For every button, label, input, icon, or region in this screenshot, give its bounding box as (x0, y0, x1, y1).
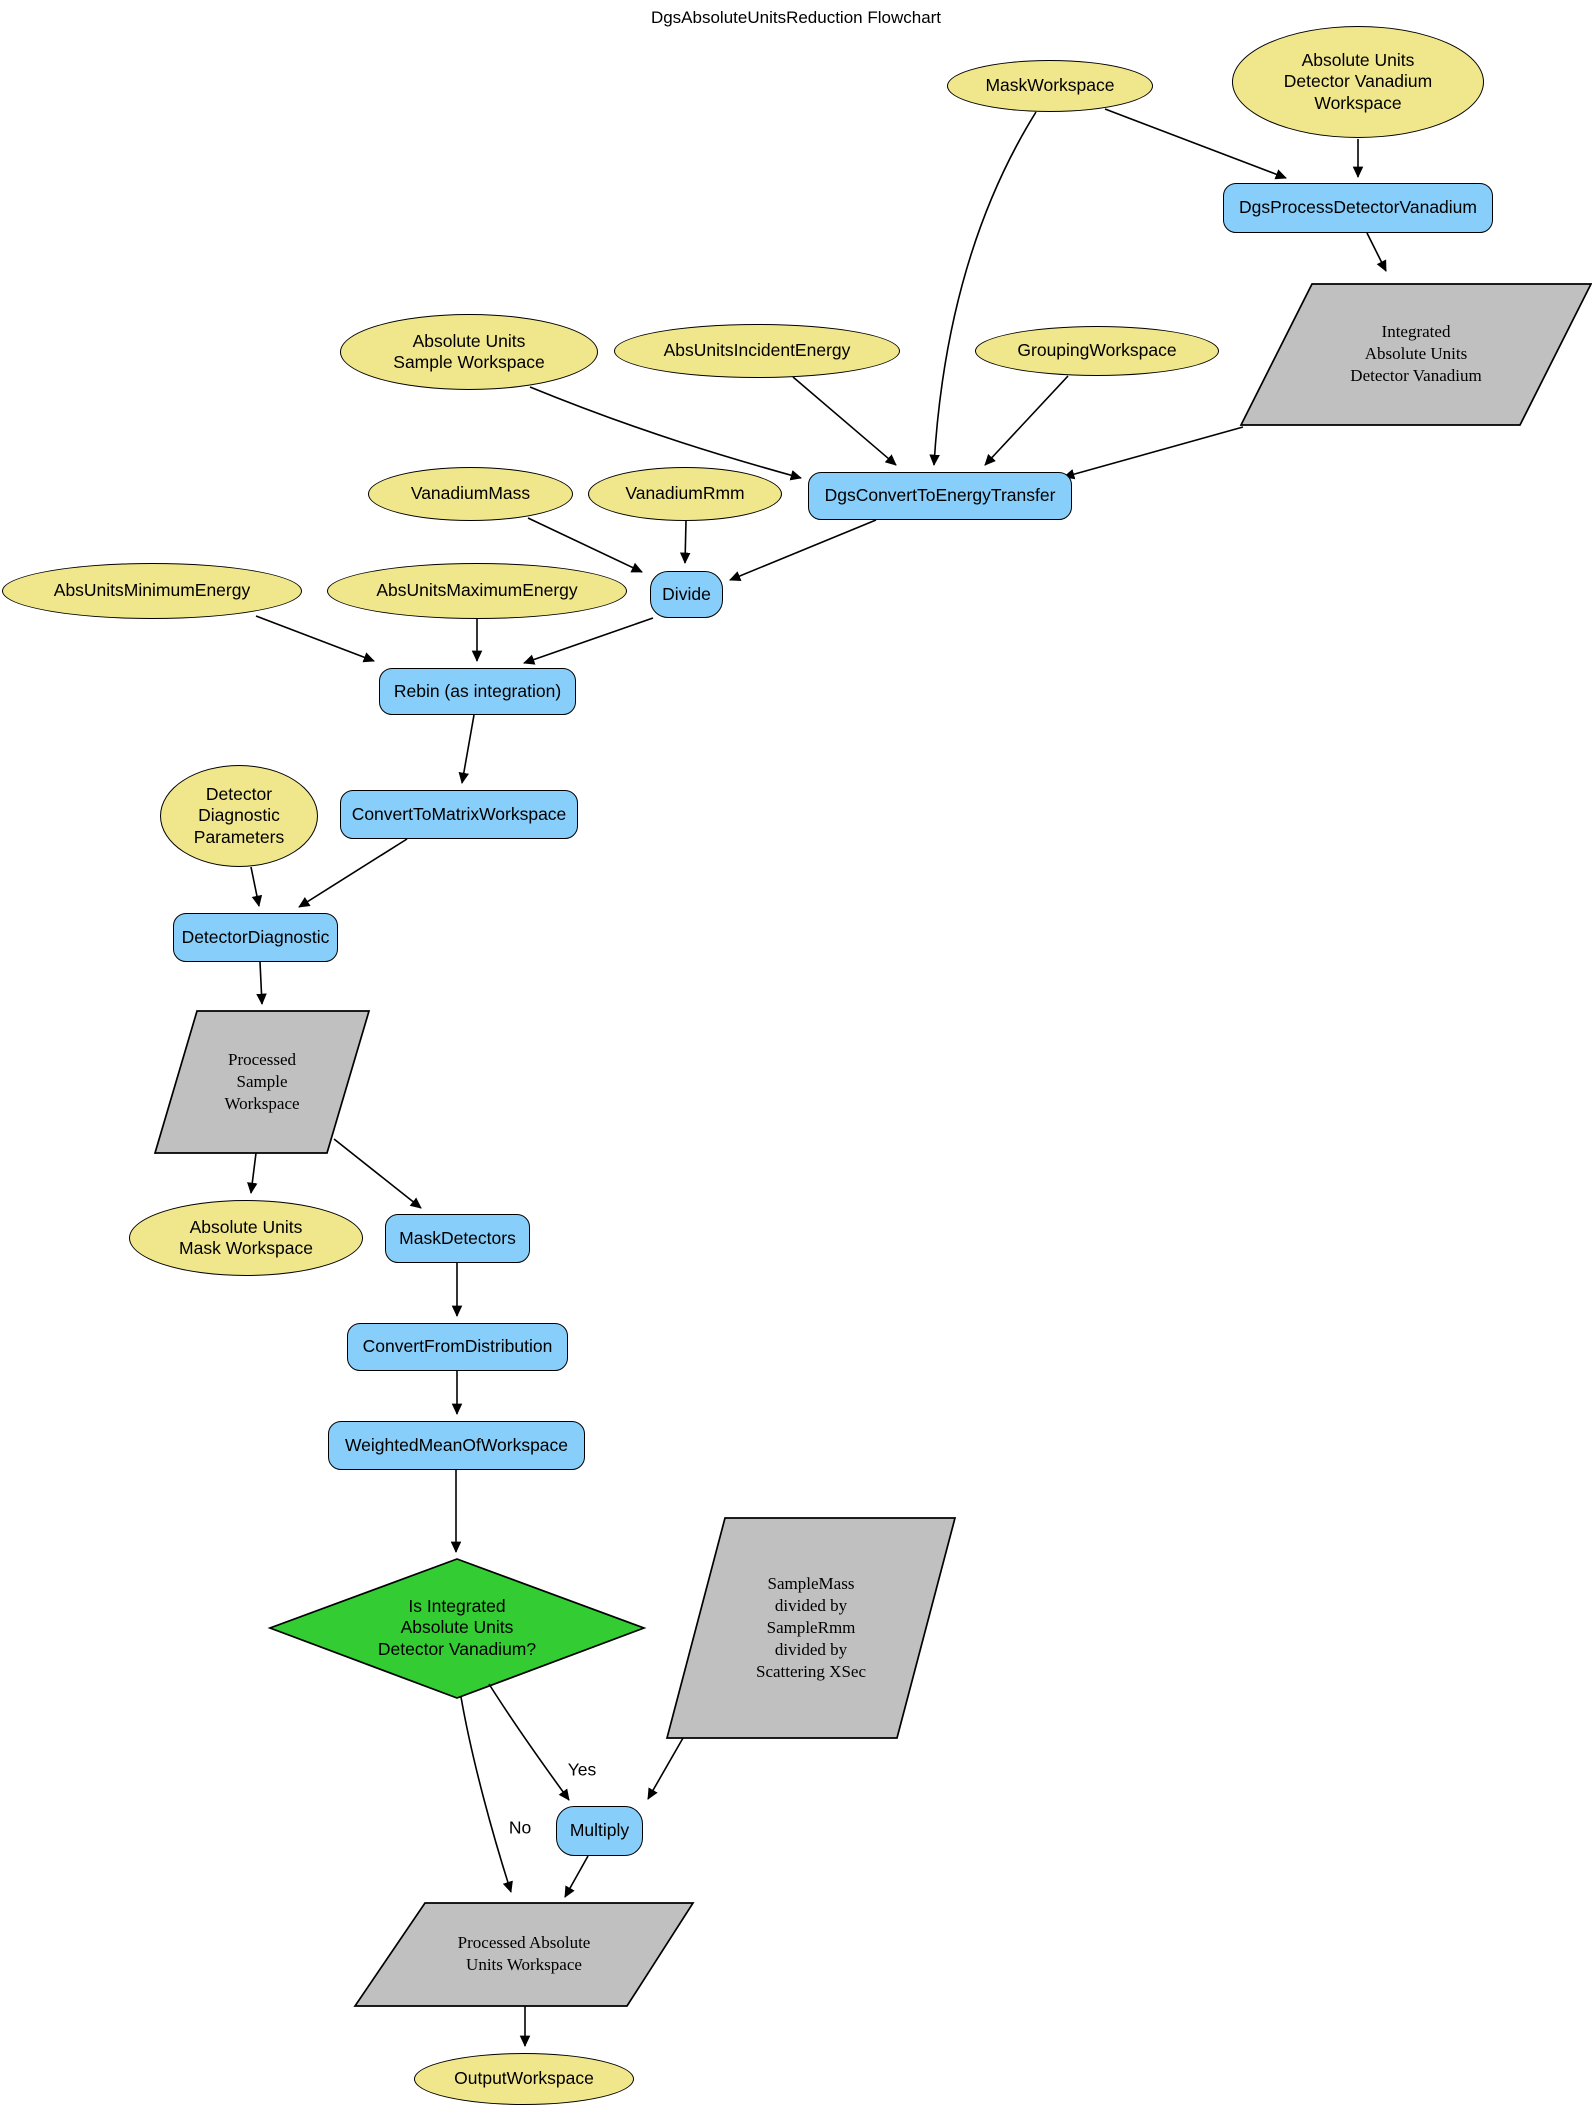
edge-detectordiagnosticparameters-to-detectordiagnostic (250, 866, 263, 907)
input-node-abs-units-maximum-energy: AbsUnitsMaximumEnergy (327, 563, 627, 619)
edge-processedsampleworkspace-to-absunitsmaskworkspace (247, 1152, 258, 1194)
edge-groupingworkspace-to-dgsconverttoenergytransfer (984, 375, 1069, 466)
input-node-abs-units-minimum-energy: AbsUnitsMinimumEnergy (2, 563, 302, 619)
data-node-label-processed-sample-workspace: Processed Sample Workspace (224, 1049, 300, 1114)
input-node-abs-units-detector-vanadium-workspace: Absolute Units Detector Vanadium Workspa… (1232, 26, 1484, 138)
process-node-convert-from-distribution: ConvertFromDistribution (347, 1323, 568, 1371)
data-node-label-integrated-abs-units-detector-vanadium: Integrated Absolute Units Detector Vanad… (1350, 321, 1482, 386)
process-node-detector-diagnostic: DetectorDiagnostic (173, 913, 338, 962)
decision-node-is-integrated-abs-units-detector-vanadium (267, 1558, 647, 1699)
flowchart-title: DgsAbsoluteUnitsReduction Flowchart (650, 8, 942, 27)
edge-decision-no-to-processedabsunitsworkspace (460, 1696, 513, 1893)
edge-rebin-to-converttomatrixworkspace (458, 714, 475, 784)
edge-vanadiumrmm-to-divide (679, 520, 691, 564)
edge-multiply-to-processedabsunitsworkspace (564, 1855, 589, 1898)
edge-vanadiummass-to-divide (527, 517, 643, 573)
data-node-processed-sample-workspace (153, 1010, 371, 1154)
edge-dgsprocessdetectorvanadium-to-integrated (1366, 232, 1387, 272)
data-node-label-processed-absolute-units-workspace: Processed Absolute Units Workspace (457, 1932, 591, 1974)
edge-converttomatrixworkspace-to-detectordiagnostic (298, 838, 408, 908)
input-node-grouping-workspace: GroupingWorkspace (975, 326, 1219, 376)
edge-label-no: No (508, 1817, 532, 1838)
data-node-processed-absolute-units-workspace (353, 1902, 695, 2007)
edge-processedsampleworkspace-to-maskdetectors (333, 1138, 422, 1209)
decision-node-label-is-integrated: Is Integrated Absolute Units Detector Va… (377, 1595, 537, 1659)
data-node-integrated-abs-units-detector-vanadium (1239, 283, 1592, 426)
edge-detectordiagnostic-to-processedsampleworkspace (256, 961, 267, 1005)
process-node-divide: Divide (650, 571, 723, 618)
process-node-mask-detectors: MaskDetectors (385, 1214, 530, 1263)
process-node-rebin: Rebin (as integration) (379, 668, 576, 715)
input-node-mask-workspace: MaskWorkspace (947, 60, 1153, 112)
input-node-vanadium-rmm: VanadiumRmm (588, 467, 782, 521)
output-node-abs-units-mask-workspace: Absolute Units Mask Workspace (129, 1200, 363, 1276)
output-node-output-workspace: OutputWorkspace (414, 2053, 634, 2105)
data-node-label-sample-mass-factor: SampleMass divided by SampleRmm divided … (756, 1573, 866, 1682)
process-node-weighted-mean-of-workspace: WeightedMeanOfWorkspace (328, 1421, 585, 1470)
edge-integrated-to-dgsconverttoenergytransfer (1063, 426, 1244, 480)
data-node-sample-mass-factor (665, 1517, 957, 1739)
edge-absunitsminimumenergy-to-rebin (255, 615, 375, 663)
process-node-dgs-convert-to-energy-transfer: DgsConvertToEnergyTransfer (808, 472, 1072, 520)
edge-maskworkspace-to-dgsconverttoenergytransfer (929, 111, 1037, 466)
process-node-convert-to-matrix-workspace: ConvertToMatrixWorkspace (340, 790, 578, 839)
edge-divide-to-rebin (523, 617, 654, 665)
edge-samplemass-to-multiply (647, 1737, 684, 1800)
edge-label-yes: Yes (567, 1759, 597, 1780)
process-node-dgs-process-detector-vanadium: DgsProcessDetectorVanadium (1223, 183, 1493, 233)
input-node-abs-units-sample-workspace: Absolute Units Sample Workspace (340, 314, 598, 390)
edge-absunitsincidentenergy-to-dgsconverttoenergytransfer (792, 376, 897, 466)
input-node-abs-units-incident-energy: AbsUnitsIncidentEnergy (614, 324, 900, 378)
process-node-multiply: Multiply (556, 1806, 643, 1856)
edge-absunitssamplews-to-dgsconverttoenergytransfer (529, 386, 802, 481)
edge-dgsconverttoenergytransfer-to-divide (729, 519, 877, 581)
edge-decision-yes-to-multiply (488, 1683, 570, 1801)
edge-maskworkspace-to-dgsprocessdetectorvanadium (1104, 108, 1287, 180)
input-node-vanadium-mass: VanadiumMass (368, 467, 573, 521)
input-node-detector-diagnostic-parameters: Detector Diagnostic Parameters (160, 765, 318, 867)
